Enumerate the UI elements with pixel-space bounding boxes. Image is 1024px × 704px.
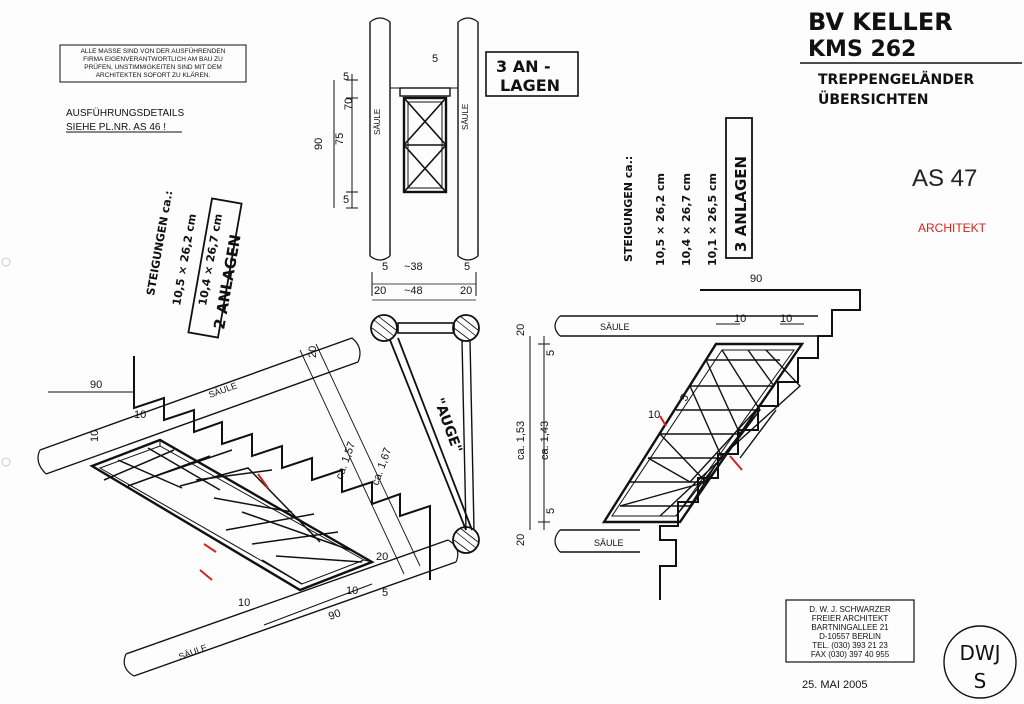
right-stair-elevation — [529, 289, 861, 600]
three-anlagen-label: 3 ANLAGEN — [732, 156, 750, 252]
punch-hole — [1, 457, 11, 467]
notice-line1: ALLE MASSE SIND VON DER AUSFÜHRENDEN — [81, 47, 226, 55]
steigungen-right-row3: 10,1 × 26,5 cm — [706, 173, 719, 266]
steigungen-right-row2: 10,4 × 26,7 cm — [680, 173, 693, 266]
title-block: BV KELLER KMS 262 TREPPENGELÄNDER ÜBERSI… — [800, 8, 1022, 235]
dim-right-10-red: 10 — [648, 409, 660, 421]
dim-left-5: 5 — [382, 587, 388, 599]
dim-top-90: 90 — [313, 138, 325, 150]
steigungen-right-title: STEIGUNGEN ca.: — [622, 156, 635, 262]
column-label-right: SÄULE — [461, 104, 470, 130]
right-column-lower-label: SÄULE — [594, 538, 624, 548]
dim-right-10b: 10 — [780, 313, 792, 325]
elevation-top — [333, 17, 479, 261]
dim-left-h1: ca. 1,57 — [334, 440, 359, 481]
dim-left-20: 20 — [376, 551, 388, 563]
dim-top-5c: 5 — [432, 53, 438, 65]
architect-line3: BARTNINGALLEE 21 — [811, 623, 889, 632]
label-lagen: LAGEN — [500, 76, 560, 95]
architect-stamp-label: ARCHITEKT — [918, 221, 987, 235]
punch-hole — [1, 257, 11, 267]
architect-address-stamp: D. W. J. SCHWARZER FREIER ARCHITEKT BART… — [785, 599, 915, 663]
dim-left-10a: 10 — [134, 409, 146, 421]
dim-plan-20b: 20 — [460, 285, 472, 297]
architect-line4: D-10557 BERLIN — [819, 632, 881, 641]
right-column-upper-label: SÄULE — [600, 322, 630, 332]
architect-line1: D. W. J. SCHWARZER — [809, 605, 891, 614]
details-note-line1: AUSFÜHRUNGSDETAILS — [66, 107, 184, 119]
dim-plan-5b: 5 — [464, 261, 470, 273]
steigungen-right: STEIGUNGEN ca.: 10,5 × 26,2 cm 10,4 × 26… — [622, 117, 753, 266]
dim-right-5a: 5 — [545, 350, 557, 356]
steigungen-right-row1: 10,5 × 26,2 cm — [654, 173, 667, 266]
initials-bottom: S — [974, 669, 987, 693]
dim-right-h2: ca. 1,43 — [539, 421, 551, 460]
label-3-an: 3 AN - — [496, 57, 551, 76]
dim-top-5a: 5 — [343, 71, 349, 83]
dim-right-20b: 20 — [515, 534, 527, 546]
red-correction-marks-right — [659, 415, 743, 471]
steigungen-left-title: STEIGUNGEN ca.: — [144, 190, 175, 297]
notice-box: ALLE MASSE SIND VON DER AUSFÜHRENDEN FIR… — [59, 44, 247, 83]
red-correction-marks-left — [199, 473, 269, 581]
subject-line1: TREPPENGELÄNDER — [818, 71, 974, 88]
dim-right-5c: 5 — [678, 392, 691, 403]
plan-auge — [370, 272, 480, 554]
dim-plan-48: ~48 — [404, 285, 423, 297]
left-column-lower-label: SÄULE — [177, 642, 208, 661]
details-note-line2: SIEHE PL.NR. AS 46 ! — [66, 122, 166, 133]
dim-plan-20a: 20 — [374, 285, 386, 297]
dim-top-5b: 5 — [343, 194, 349, 206]
dim-left-10d: 10 — [346, 585, 358, 597]
subject-line2: ÜBERSICHTEN — [818, 90, 929, 108]
steigungen-left: STEIGUNGEN ca.: 10,5 × 26,2 cm 10,4 × 26… — [144, 190, 245, 339]
architect-line2: FREIER ARCHITEKT — [812, 614, 889, 623]
project-line2: KMS 262 — [808, 37, 916, 62]
dim-right-10a: 10 — [734, 313, 746, 325]
dim-left-10c: 10 — [238, 597, 250, 609]
dim-right-20a: 20 — [515, 324, 527, 336]
dim-left-10b: 10 — [89, 430, 101, 442]
notice-line4: ARCHITEKTEN SOFORT ZU KLÄREN. — [96, 71, 211, 79]
dim-top-75: 75 — [334, 133, 346, 145]
three-anlagen-box-top: 3 AN - LAGEN — [485, 51, 579, 97]
auge-label: "AUGE" — [430, 396, 465, 455]
project-line1: BV KELLER — [808, 8, 953, 36]
dim-top-70-red: 70 — [343, 98, 355, 110]
dim-plan-5a: 5 — [382, 261, 388, 273]
initials-top: DWJ — [959, 641, 1000, 665]
dim-left-90-bottom: 90 — [327, 607, 343, 622]
dim-right-h1: ca. 1,53 — [515, 421, 527, 460]
dim-plan-38: ~38 — [404, 261, 423, 273]
dim-right-5b: 5 — [545, 508, 557, 514]
notice-line2: FIRMA EIGENVERANTWORTLICH AM BAU ZU — [83, 56, 223, 63]
column-label-left: SÄULE — [373, 109, 382, 135]
dim-right-90: 90 — [750, 273, 762, 285]
dim-left-20-top: 20 — [307, 346, 319, 358]
initials-seal: DWJ S — [943, 625, 1017, 699]
drawing-number: AS 47 — [912, 165, 977, 192]
left-column-upper-label: SÄULE — [207, 380, 238, 399]
architect-line6: FAX (030) 397 40 955 — [811, 650, 890, 659]
date-stamp: 25. MAI 2005 — [802, 679, 867, 691]
dim-left-90-top: 90 — [90, 379, 102, 391]
left-stair-elevation — [37, 337, 459, 677]
notice-line3: PRÜFEN, UNSTIMMIGKEITEN SIND MIT DEM — [84, 63, 221, 71]
architect-line5: TEL. (030) 393 21 23 — [812, 641, 888, 650]
